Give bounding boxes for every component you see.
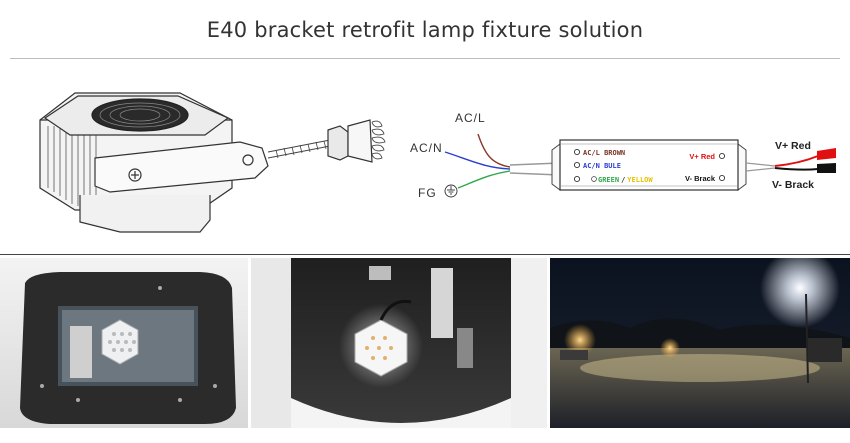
photo-strip — [0, 258, 850, 428]
wire-fg-green — [457, 170, 511, 189]
lamp-fixture-drawing — [39, 92, 386, 233]
label-v-minus: V- Brack — [772, 179, 814, 191]
title-divider — [10, 58, 840, 59]
page-title: E40 bracket retrofit lamp fixture soluti… — [206, 18, 644, 42]
driver-terminal-ac-n: AC/N BULE — [583, 162, 621, 170]
fg-green-text: GREEN — [598, 176, 619, 184]
photo-installed-housing — [251, 258, 547, 428]
wiring-diagram: AC/L AC/N FG AC/L BROWN AC/N BULE GRE — [0, 60, 850, 252]
input-wires — [444, 133, 561, 189]
label-v-plus: V+ Red — [775, 140, 811, 152]
led-driver-box — [551, 139, 747, 191]
driver-terminal-fg: GREEN/YELLOW — [598, 176, 653, 184]
connector-red-icon — [817, 148, 836, 160]
wire-ac-l-brown — [477, 133, 511, 168]
fg-separator: / — [621, 176, 625, 184]
driver-terminal-ac-l: AC/L BROWN — [583, 149, 625, 157]
output-wires — [745, 148, 836, 173]
wiring-diagram-svg: AC/L AC/N FG AC/L BROWN AC/N BULE GRE — [39, 92, 836, 233]
wire-ac-n-blue — [444, 151, 511, 170]
ground-icon — [444, 184, 458, 198]
label-ac-l: AC/L — [455, 111, 486, 125]
driver-terminal-v-plus: V+ Red — [689, 152, 715, 161]
wire-v-minus-black — [774, 167, 819, 171]
section-divider — [0, 254, 850, 255]
photo-fixture-box — [0, 258, 248, 428]
photo-night-parking-lot — [550, 258, 850, 428]
wire-v-plus-red — [774, 155, 819, 167]
driver-terminal-v-minus: V- Brack — [685, 174, 716, 183]
fg-yellow-text: YELLOW — [627, 176, 653, 184]
connector-black-icon — [817, 163, 836, 173]
label-ac-n: AC/N — [410, 141, 443, 155]
label-fg: FG — [418, 186, 437, 200]
